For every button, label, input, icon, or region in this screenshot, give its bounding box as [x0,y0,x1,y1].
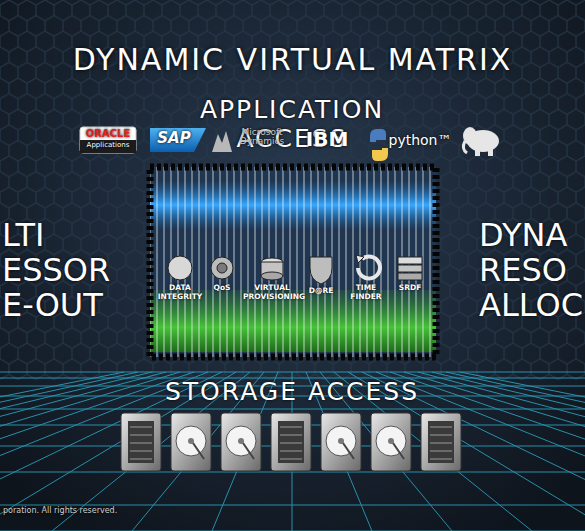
side-heading: DYNA RESO ALLOC [479,218,583,324]
feature-label: TIME FINDER [348,284,384,301]
logo-text: Applications [81,141,135,149]
section-heading: STORAGE ACCESS [142,378,442,407]
feature-label: SRDF [393,284,427,293]
feature-label: DATA INTEGRITY [157,284,203,301]
logo-text: Microsoft Dynamics [233,128,291,147]
copyright-note: poration. All rights reserved. [3,506,117,515]
logo-text: python™ [388,132,452,148]
title: DYNAMIC VIRTUAL MATRIX [0,42,585,77]
side-heading: LTI ESSOR E-OUT [2,218,110,324]
feature-label: QoS [207,284,237,293]
feature-label: D@RE [304,287,338,296]
feature-label: VIRTUAL PROVISIONING [243,284,301,301]
logo-text: IBM [302,128,352,151]
logo-text: ORACLE [81,128,135,140]
logo-text: SAP [152,130,196,147]
